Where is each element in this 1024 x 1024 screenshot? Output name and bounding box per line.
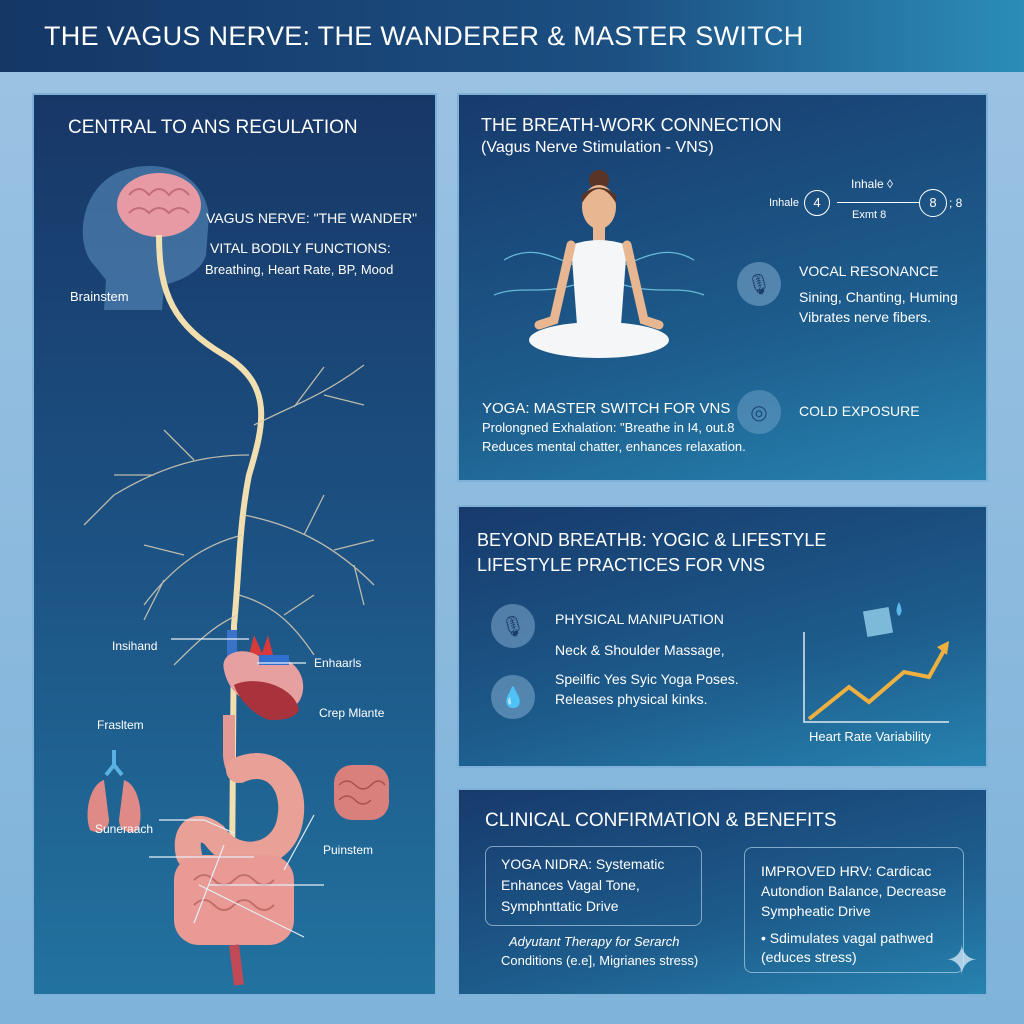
improved-hrv-box: IMPROVED HRV: Cardicac Autondion Balance… (744, 847, 964, 973)
small-intestine-icon (334, 765, 389, 820)
yoga-title: YOGA: MASTER SWITCH FOR VNS (482, 400, 731, 417)
box1-note: Adyutant Therapy for Serarch (509, 934, 680, 949)
ans-regulation-panel: CENTRAL TO ANS REGULATION (32, 93, 437, 996)
practice-line: Speilfic Yes Syic Yoga Poses. (555, 671, 739, 687)
physical-title: PHYSICAL MANIPUATION (555, 611, 724, 627)
lifestyle-panel: BEYOND BREATHB: YOGIC & LIFESTYLE LIFEST… (457, 505, 988, 768)
exhale-label: Exmt 8 (852, 209, 887, 221)
organ-label: Frasltem (97, 718, 144, 732)
functions-title: VITAL BODILY FUNCTIONS: (210, 240, 391, 256)
vagus-label: VAGUS NERVE: "THE WANDER" (206, 210, 418, 226)
exhale-count: 8 (919, 189, 947, 217)
clinical-panel: CLINICAL CONFIRMATION & BENEFITS YOGA NI… (457, 788, 988, 996)
panel-title: CLINICAL CONFIRMATION & BENEFITS (485, 810, 837, 831)
vocal-line: Vibrates nerve fibers. (799, 309, 932, 325)
vagus-anatomy-illustration (82, 165, 389, 986)
sparkle-icon: ✦ (945, 939, 979, 983)
page-title: THE VAGUS NERVE: THE WANDERER & MASTER S… (44, 20, 804, 51)
panel-title: BEYOND BREATHB: YOGIC & LIFESTYLE (477, 530, 827, 550)
box-line: (educes stress) (761, 949, 857, 965)
panel-subtitle: (Vagus Nerve Stimulation - VNS) (481, 139, 714, 156)
box-line: IMPROVED HRV: Cardicac (761, 863, 932, 879)
intestines-icon (174, 855, 294, 986)
panel-title: CENTRAL TO ANS REGULATION (68, 117, 358, 138)
nerve-branches (83, 364, 375, 666)
box-line: Symphnttatic Drive (501, 898, 619, 914)
organ-label: Crep Mlante (319, 706, 385, 720)
microphone-icon: 🎙 (491, 604, 535, 648)
cold-title: COLD EXPOSURE (799, 403, 920, 419)
box1-note: Conditions (e.e], Migrianes stress) (501, 953, 699, 968)
inhale-count: 4 (804, 190, 830, 216)
brain-swirl-icon: ◎ (737, 390, 781, 434)
box-line: Enhances Vagal Tone, (501, 877, 640, 893)
functions-list: Breathing, Heart Rate, BP, Mood (205, 262, 394, 277)
water-drop-icon: 💧 (491, 675, 535, 719)
brain-icon (117, 173, 201, 237)
hrv-chart-icon (803, 602, 949, 723)
inhale-top-label: Inhale ◊ (851, 177, 893, 191)
chart-caption: Heart Rate Variability (809, 729, 931, 744)
practice-line: Neck & Shoulder Massage, (555, 642, 725, 658)
vagus-nerve-trunk (156, 234, 265, 876)
microphone-icon: 🎙 (737, 262, 781, 306)
vocal-line: Sining, Chanting, Huming (799, 289, 958, 305)
practice-line: Releases physical kinks. (555, 691, 708, 707)
organ-label: Suneraach (95, 822, 154, 836)
panel-title: LIFESTYLE PRACTICES FOR VNS (477, 555, 766, 575)
meditating-figure-illustration (493, 170, 705, 358)
yoga-line: Reduces mental chatter, enhances relaxat… (482, 439, 746, 454)
breath-work-panel: THE BREATH-WORK CONNECTION (Vagus Nerve … (457, 93, 988, 482)
organ-label: Enhaarls (314, 656, 362, 670)
box-line: • Sdimulates vagal pathwed (761, 930, 934, 946)
box-line: YOGA NIDRA: Systematic (501, 856, 665, 872)
breath-arrow (837, 202, 919, 203)
panel-title: THE BREATH-WORK CONNECTION (481, 115, 782, 135)
box-line: Sympheatic Drive (761, 903, 871, 919)
organ-label: Insihand (112, 639, 158, 653)
vocal-title: VOCAL RESONANCE (799, 263, 939, 279)
stomach-icon (174, 753, 305, 868)
inhale-left-label: Inhale (769, 197, 799, 209)
brainstem-label: Brainstem (70, 289, 129, 304)
exhale-suffix: ; 8 (949, 196, 963, 210)
header: THE VAGUS NERVE: THE WANDERER & MASTER S… (0, 0, 1024, 72)
lungs-icon (87, 750, 141, 832)
yoga-nidra-box: YOGA NIDRA: Systematic Enhances Vagal To… (485, 846, 702, 926)
box-line: Autondion Balance, Decrease (761, 883, 947, 899)
organ-label: Puinstem (323, 843, 374, 857)
yoga-line: Prolongned Exhalation: "Breathe in I4, o… (482, 420, 735, 435)
